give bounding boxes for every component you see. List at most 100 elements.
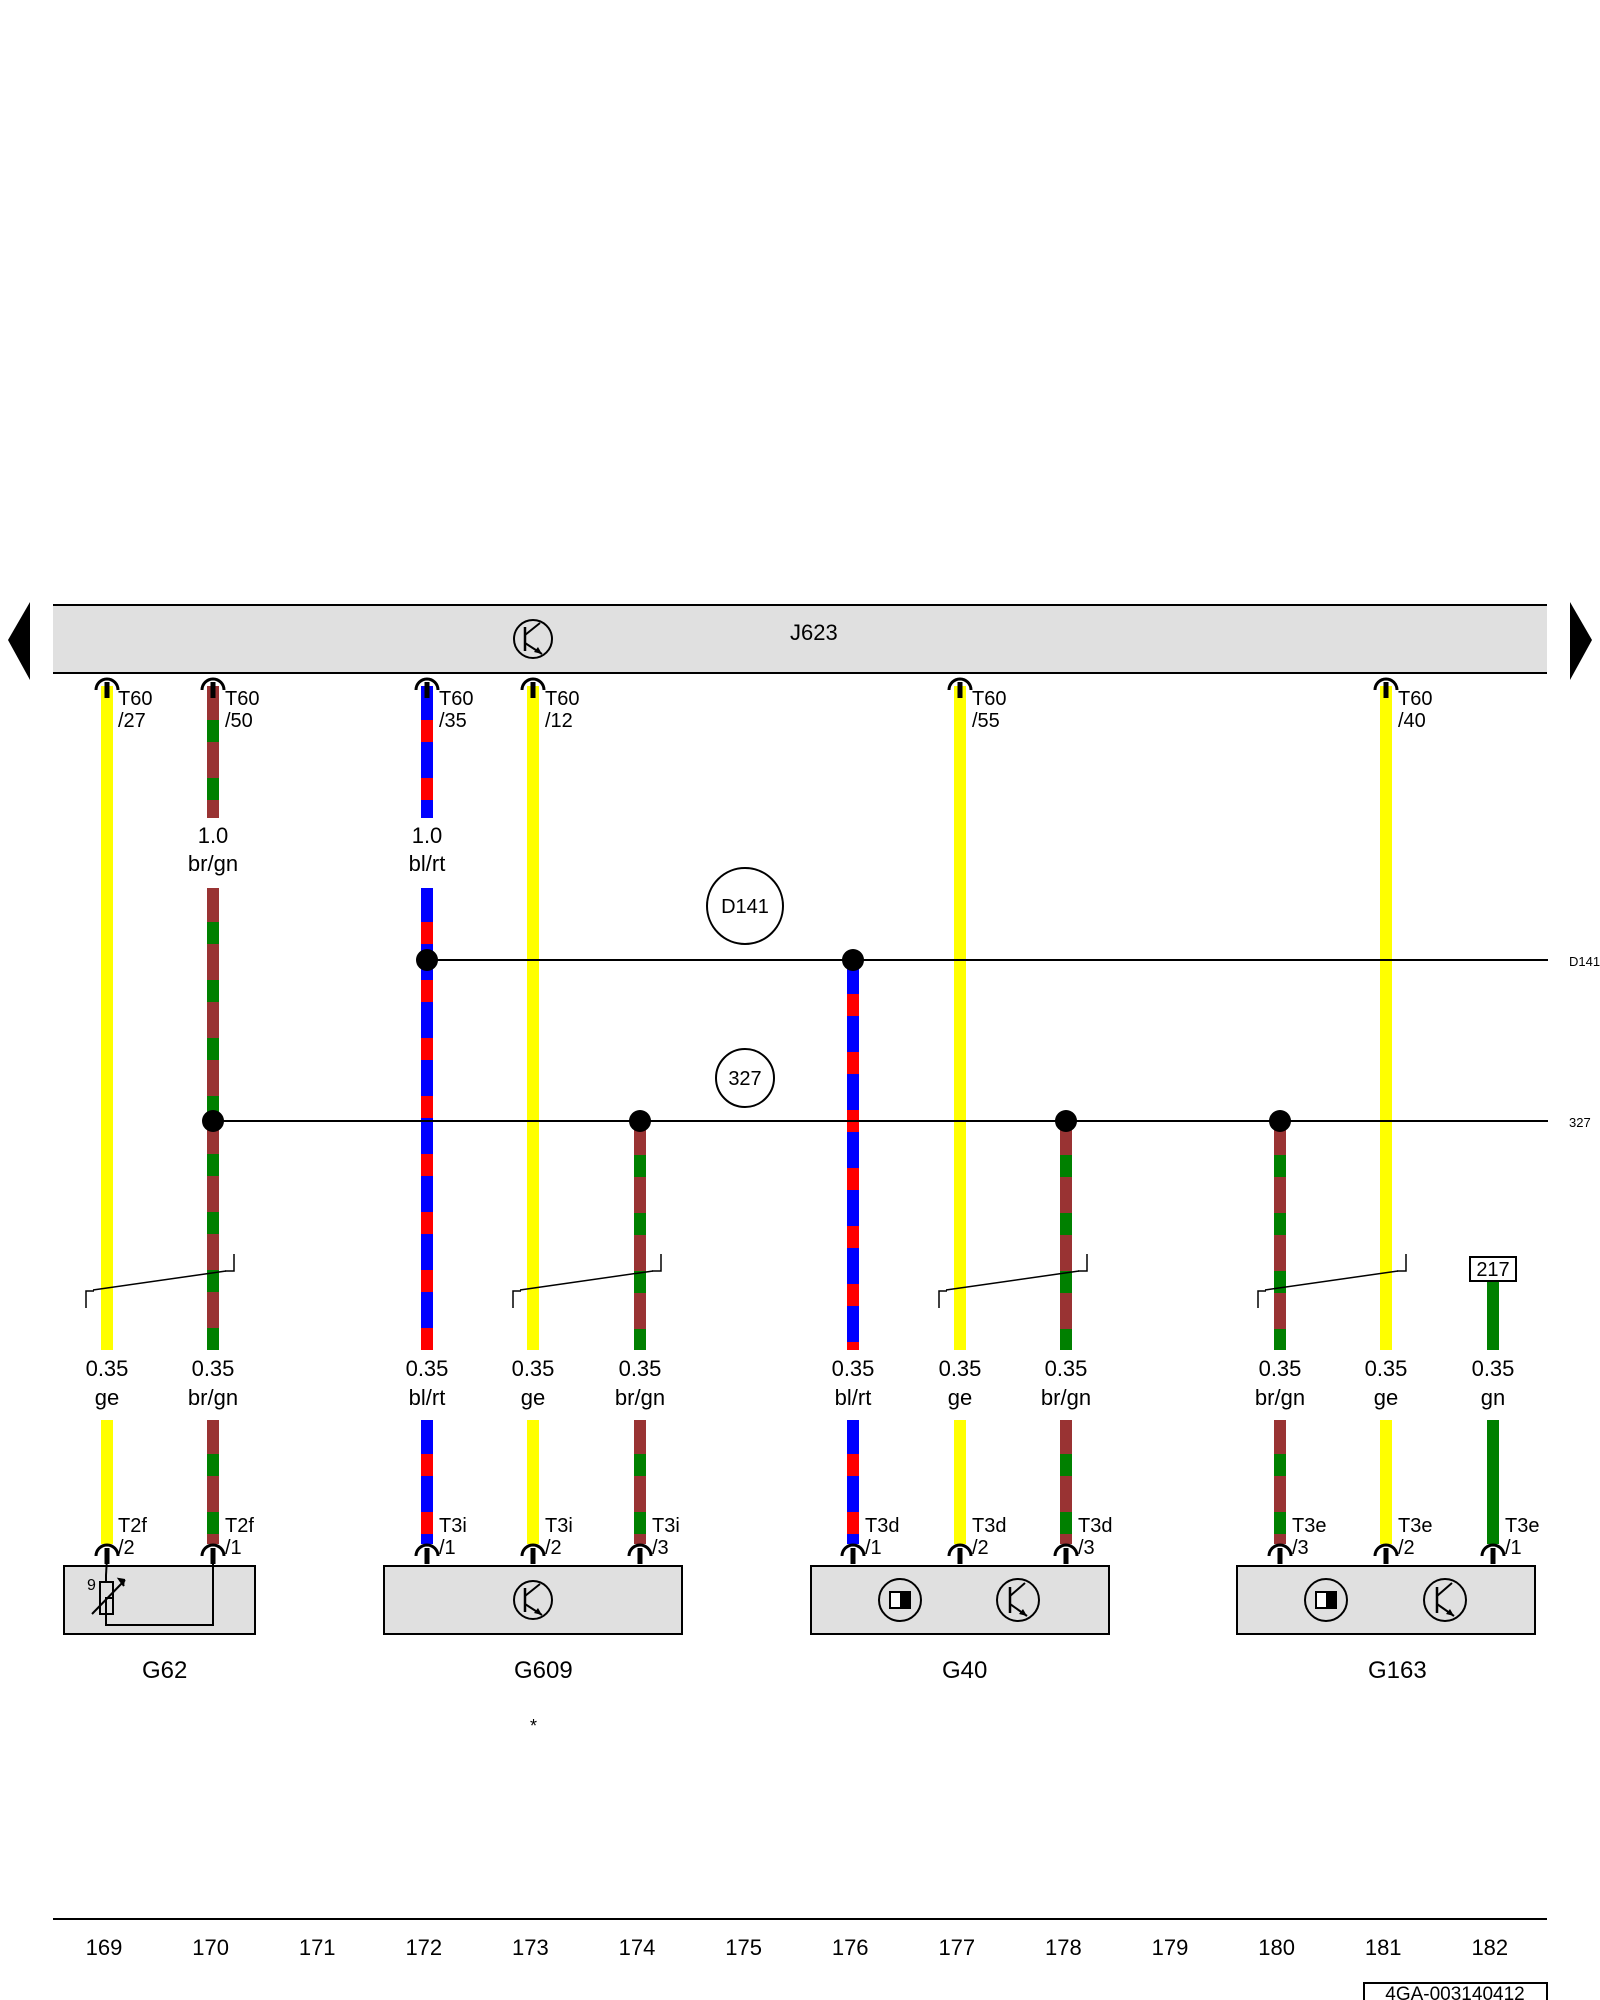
transistor-icon	[996, 1578, 1040, 1622]
splice-dot	[842, 949, 864, 971]
connector-pin-icon	[520, 1543, 546, 1564]
connector-name: T2f	[225, 1515, 254, 1537]
transistor-icon	[513, 1580, 553, 1620]
wire-size: 0.35	[832, 1356, 875, 1381]
wire-segment	[954, 1420, 966, 1544]
connector-pin-icon	[414, 677, 440, 698]
connector-name: T3i	[439, 1515, 467, 1537]
previous-page-arrow[interactable]	[8, 602, 30, 680]
wire-segment	[101, 686, 113, 1350]
wire-size: 0.35	[406, 1356, 449, 1381]
component-housing-g40	[810, 1565, 1110, 1635]
wire-color: bl/rt	[409, 851, 446, 876]
connector-name: T3i	[652, 1515, 680, 1537]
wire-size: 0.35	[512, 1356, 555, 1381]
column-number: 170	[192, 1935, 229, 1960]
component-label-g609: G609	[514, 1657, 573, 1684]
connector-pin-icon	[94, 677, 120, 698]
hall-sensor-icon	[1304, 1578, 1348, 1622]
connector-pin: /3	[1292, 1537, 1309, 1559]
column-number: 181	[1365, 1935, 1402, 1960]
wire-size: 0.35	[939, 1356, 982, 1381]
column-number: 169	[86, 1935, 123, 1960]
wire-size: 1.0	[198, 823, 229, 848]
bus-edge-label-327: 327	[1569, 1115, 1591, 1130]
wire-color: ge	[521, 1385, 545, 1410]
twisted-pair-mark	[938, 1254, 1088, 1308]
component-labels: G62 G609 G40 G163	[142, 1657, 1427, 1684]
thermistor-symbol-text: 9	[87, 1577, 96, 1594]
connector-pin: /27	[118, 710, 146, 732]
connector-name: T60	[439, 688, 473, 710]
hall-sensor-icon	[878, 1578, 922, 1622]
column-number: 175	[725, 1935, 762, 1960]
bus-bubble-label-d141: D141	[721, 896, 769, 918]
connector-pin: /40	[1398, 710, 1426, 732]
wire-segment	[1060, 1420, 1072, 1544]
connector-pin-icon	[947, 677, 973, 698]
wire-color: ge	[95, 1385, 119, 1410]
wire-segment	[847, 1420, 859, 1544]
next-page-arrow[interactable]	[1570, 602, 1592, 680]
connector-pin: /1	[865, 1537, 882, 1559]
reference-box-label: 217	[1476, 1259, 1509, 1281]
connector-name: T60	[118, 688, 152, 710]
connector-name: T3i	[545, 1515, 573, 1537]
wire-segment	[421, 888, 433, 1350]
wire-segment	[634, 1121, 646, 1350]
connector-name: T60	[545, 688, 579, 710]
connector-pin: /50	[225, 710, 253, 732]
splice-dot	[1269, 1110, 1291, 1132]
connector-pin-icon	[947, 1543, 973, 1564]
control-unit-label: J623	[790, 620, 838, 645]
bottom-connector-labels: T2f /2 T2f /1 T3i /1 T3i /2 T3i /3 T3d /…	[118, 1515, 1539, 1559]
splice-points	[202, 949, 1291, 1132]
connector-pin: /1	[439, 1537, 456, 1559]
wire-size: 0.35	[86, 1356, 129, 1381]
connector-pin: /3	[1078, 1537, 1095, 1559]
wire-size: 0.35	[1045, 1356, 1088, 1381]
column-number: 173	[512, 1935, 549, 1960]
connector-pin-icon	[1267, 1543, 1293, 1564]
column-number: 182	[1471, 1935, 1508, 1960]
wire-color: br/gn	[615, 1385, 665, 1410]
connector-pins	[94, 677, 1506, 1564]
splice-dot	[1055, 1110, 1077, 1132]
connector-pin-icon	[840, 1543, 866, 1564]
component-housing-g609	[383, 1565, 683, 1635]
component-label-g62: G62	[142, 1657, 187, 1684]
wire-segment	[1487, 1281, 1499, 1350]
twisted-pair-mark	[512, 1254, 662, 1308]
transistor-icon	[513, 619, 553, 659]
connector-pin: /1	[225, 1537, 242, 1559]
connector-pin-icon	[627, 1543, 653, 1564]
footnote-marker: *	[530, 1716, 537, 1736]
component-label-g40: G40	[942, 1657, 987, 1684]
wire-segment	[954, 686, 966, 1350]
connector-pin: /2	[972, 1537, 989, 1559]
connector-pin-icon	[520, 677, 546, 698]
connector-pin-icon	[200, 677, 226, 698]
connector-pin-icon	[94, 1543, 120, 1564]
splice-dot	[416, 949, 438, 971]
connector-name: T3e	[1292, 1515, 1326, 1537]
connector-pin: /2	[1398, 1537, 1415, 1559]
connector-pin-icon	[1373, 1543, 1399, 1564]
connector-name: T3e	[1505, 1515, 1539, 1537]
connector-pin: /2	[545, 1537, 562, 1559]
wire-size: 0.35	[1472, 1356, 1515, 1381]
column-number: 178	[1045, 1935, 1082, 1960]
wire-segment	[1274, 1420, 1286, 1544]
component-housing-g163	[1236, 1565, 1536, 1635]
wire-size: 0.35	[1365, 1356, 1408, 1381]
wire-color: gn	[1481, 1385, 1505, 1410]
column-number: 176	[832, 1935, 869, 1960]
wire-size: 0.35	[192, 1356, 235, 1381]
thermistor-icon	[91, 1557, 214, 1626]
component-housing-g62	[63, 1565, 256, 1635]
wire-segment	[527, 686, 539, 1350]
connector-name: T60	[225, 688, 259, 710]
component-label-g163: G163	[1368, 1657, 1427, 1684]
wire-size: 0.35	[619, 1356, 662, 1381]
